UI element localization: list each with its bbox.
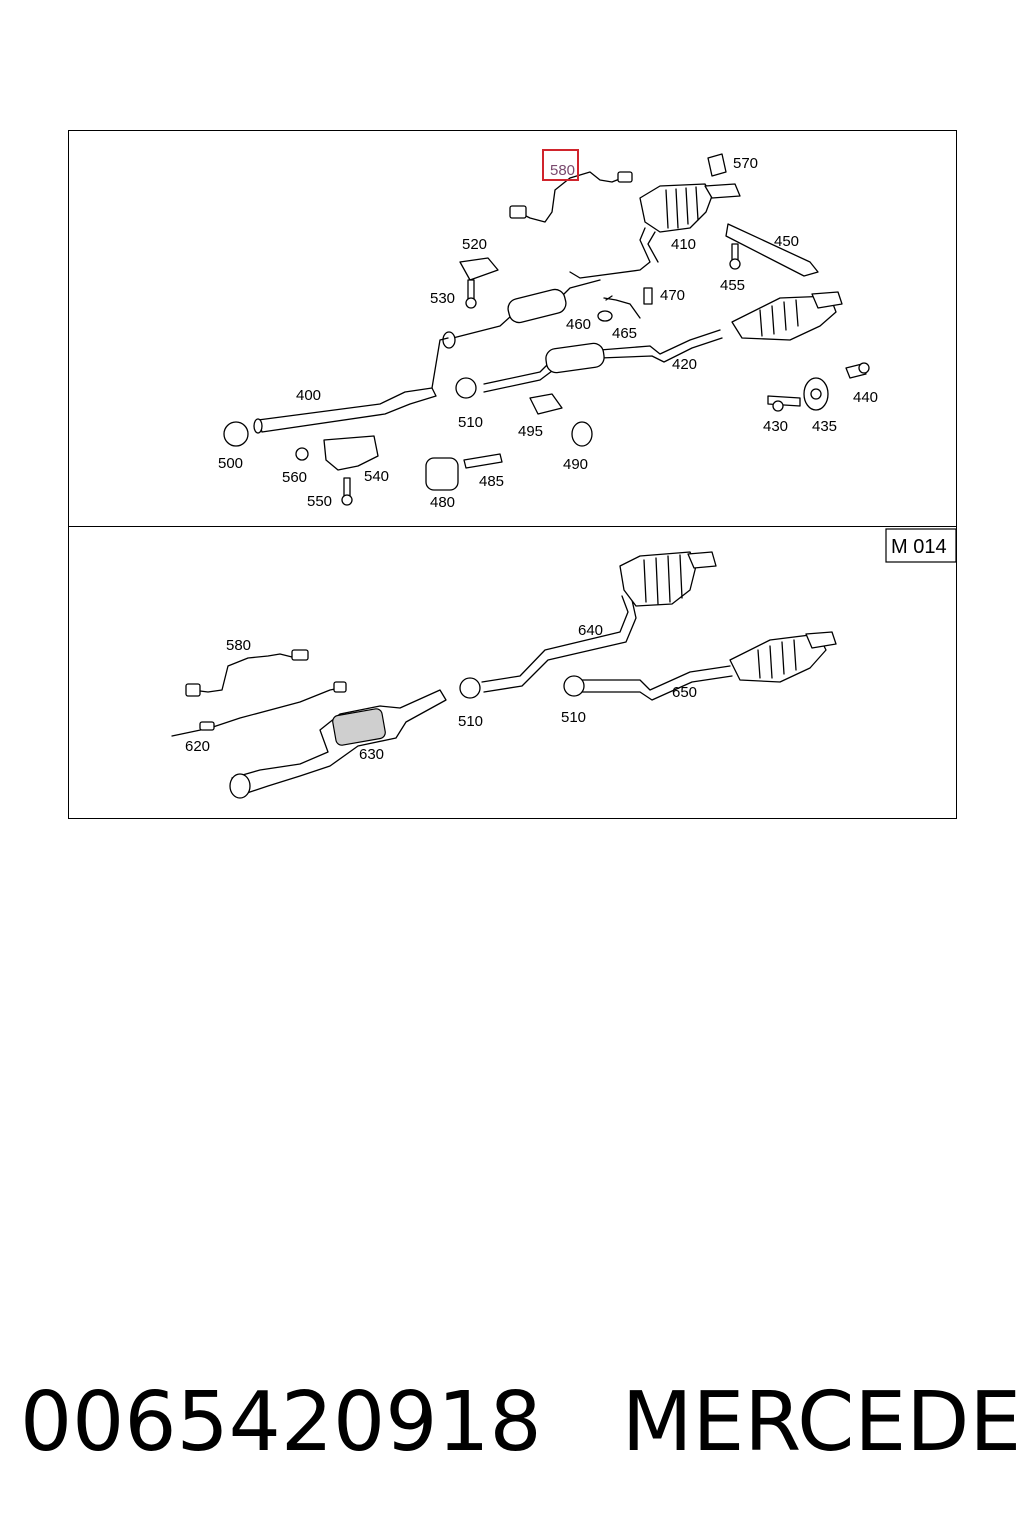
callout-label: 495 (518, 423, 543, 440)
callout-label: 650 (672, 684, 697, 701)
panel-divider (68, 526, 957, 527)
callout-label: 485 (479, 473, 504, 490)
diagram-frame (68, 130, 957, 819)
highlight-box (542, 149, 579, 181)
callout-highlighted: 580 (550, 162, 575, 179)
callout-label: 430 (763, 418, 788, 435)
callout-label: 630 (359, 746, 384, 763)
callout-label: 440 (853, 389, 878, 406)
callout-label: 500 (218, 455, 243, 472)
callout-label: 490 (563, 456, 588, 473)
callout-label: 530 (430, 290, 455, 307)
callout-label: 465 (612, 325, 637, 342)
part-number: 0065420918 (20, 1375, 542, 1470)
callout-label: 455 (720, 277, 745, 294)
callout-label: 580 (226, 637, 251, 654)
callout-label: 510 (458, 713, 483, 730)
view-code: M 014 (891, 536, 947, 558)
callout-label: 435 (812, 418, 837, 435)
callout-label: 570 (733, 155, 758, 172)
callout-label: 640 (578, 622, 603, 639)
callout-label: 420 (672, 356, 697, 373)
callout-label: 540 (364, 468, 389, 485)
callout-label: 470 (660, 287, 685, 304)
upper-drawing (223, 153, 870, 506)
callout-label: 560 (282, 469, 307, 486)
callout-label: 480 (430, 494, 455, 511)
callout-label: 510 (458, 414, 483, 431)
callout-label: 520 (462, 236, 487, 253)
callout-label: 460 (566, 316, 591, 333)
view-code-box (885, 528, 957, 563)
lower-drawing (171, 551, 837, 799)
callout-label: 450 (774, 233, 799, 250)
callout-label: 400 (296, 387, 321, 404)
callout-label: 550 (307, 493, 332, 510)
callout-label: 410 (671, 236, 696, 253)
exhaust-diagram: M 014 580 570 410 450 520 455 530 470 46… (171, 149, 957, 799)
footer: 0065420918 MERCEDES (20, 1368, 1024, 1478)
callout-label: 510 (561, 709, 586, 726)
brand-name: MERCEDES (621, 1375, 1024, 1470)
callout-label: 620 (185, 738, 210, 755)
